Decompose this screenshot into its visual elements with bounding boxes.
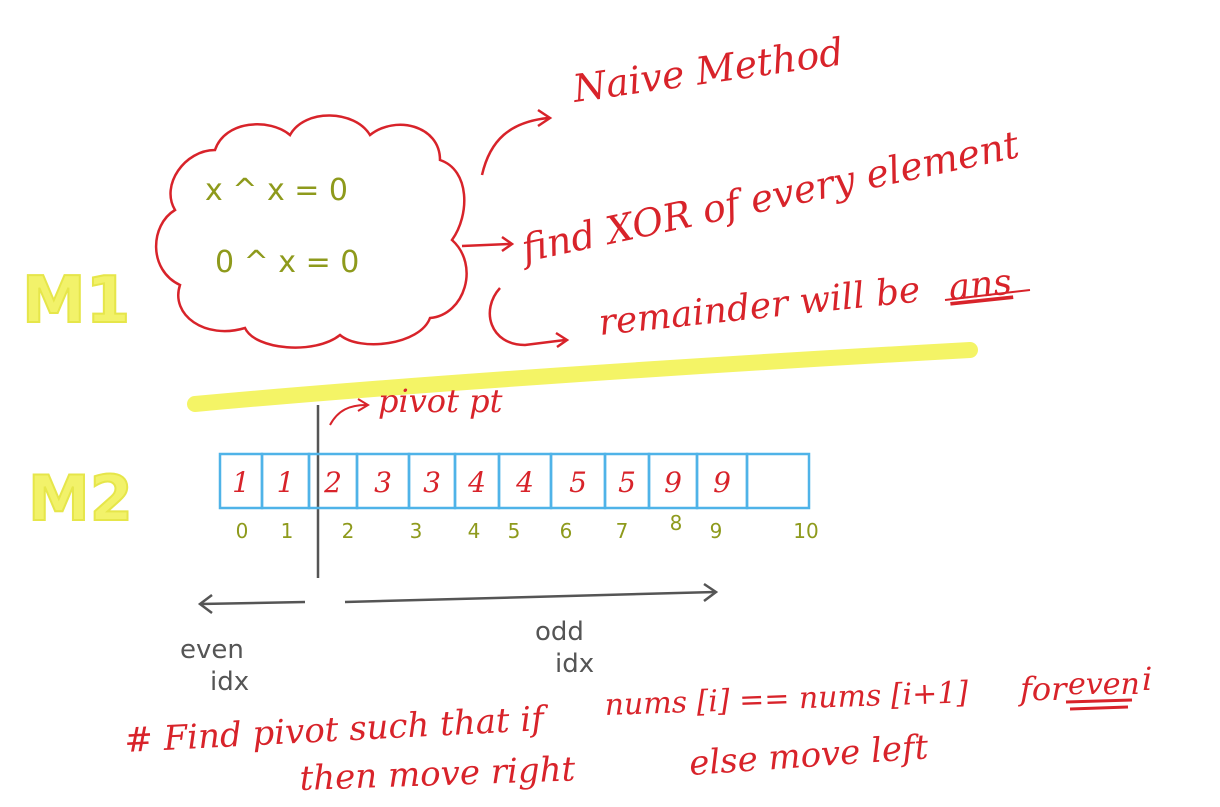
arrow-head-naive <box>537 108 553 128</box>
array-index-label: 9 <box>710 519 723 543</box>
pivot-arrow <box>329 404 367 426</box>
array-value: 3 <box>423 466 441 499</box>
array-value: 4 <box>467 466 486 499</box>
array-value: 5 <box>618 466 636 499</box>
right-arrow <box>344 590 716 604</box>
m1-label: M1 <box>22 264 130 338</box>
rule-line-2a: then move right <box>299 749 576 799</box>
left-arrow-head <box>197 594 213 614</box>
arrow-to-naive-method <box>480 116 549 176</box>
arrow-to-remainder <box>488 287 566 347</box>
array-index-label: 10 <box>793 519 818 543</box>
array-value: 1 <box>277 466 295 499</box>
identity-cloud <box>154 114 468 349</box>
identity-xor-self: x ^ x = 0 <box>205 173 348 208</box>
step-remainder: remainder will be <box>597 269 922 344</box>
array-index-label: 5 <box>508 519 521 543</box>
array-index-label: 7 <box>616 519 629 543</box>
rule-line-2b: else move left <box>688 727 930 784</box>
array-index-label: 4 <box>468 519 481 543</box>
even-underline <box>1065 698 1133 711</box>
array-value: 3 <box>374 466 392 499</box>
right-arrow-head <box>703 582 719 602</box>
array-value: 2 <box>323 466 342 499</box>
naive-method-title: Naive Method <box>569 29 846 111</box>
array-indices: 0 1 2 3 4 5 6 7 8 9 10 <box>236 511 819 543</box>
array-cell <box>745 452 811 510</box>
identity-xor-zero: 0 ^ x = 0 <box>215 245 359 280</box>
arrow-head-step2 <box>555 331 570 349</box>
even-label: even <box>180 635 244 665</box>
rule-line-1b: nums [i] == nums [i+1] <box>604 675 969 723</box>
step-find-xor: find XOR of every element <box>515 122 1024 271</box>
array-value: 4 <box>515 466 534 499</box>
odd-label: odd <box>535 617 584 647</box>
rule-line-1e: i <box>1142 660 1152 698</box>
odd-idx-label: idx <box>555 649 594 679</box>
pivot-label: pivot pt <box>378 382 503 420</box>
rule-line-1c: for <box>1018 670 1068 708</box>
array-index-label: 1 <box>281 519 294 543</box>
left-arrow <box>199 600 306 606</box>
array-value: 9 <box>664 466 682 499</box>
array-index-label: 3 <box>410 519 423 543</box>
m2-label: M2 <box>28 462 133 535</box>
even-idx-label: idx <box>210 667 249 697</box>
step-remainder-ans: ans <box>947 262 1014 309</box>
divider-highlight <box>187 342 978 412</box>
arrow-head-step1 <box>501 235 515 253</box>
pivot-arrow-head <box>357 398 370 412</box>
array-value: 9 <box>713 466 731 499</box>
array-value: 1 <box>232 466 250 499</box>
rule-line-1d: even <box>1068 667 1140 702</box>
array-index-label: 6 <box>560 519 573 543</box>
ans-underline <box>944 289 1031 301</box>
arrow-cloud-to-step <box>461 242 511 248</box>
array-value: 5 <box>569 466 587 499</box>
array-index-label: 8 <box>670 511 683 535</box>
array-index-label: 0 <box>236 519 249 543</box>
array-index-label: 2 <box>342 519 355 543</box>
